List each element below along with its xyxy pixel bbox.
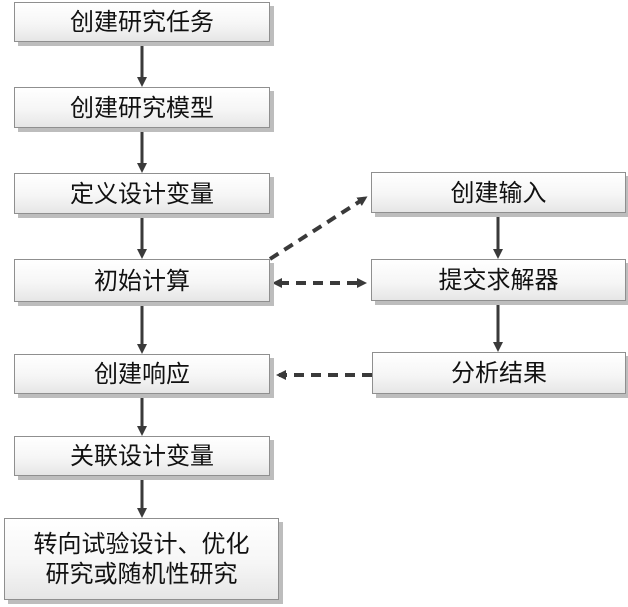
node-create-response: 创建响应: [14, 354, 270, 394]
node-initial-calculation: 初始计算: [14, 259, 270, 302]
node-define-variables-label: 定义设计变量: [70, 179, 214, 208]
node-turn-to-study: 转向试验设计、优化 研究或随机性研究: [4, 518, 279, 600]
node-create-input-label: 创建输入: [450, 178, 547, 207]
node-submit-solver-label: 提交求解器: [438, 266, 559, 294]
node-analyze-results: 分析结果: [372, 352, 626, 394]
node-link-variables: 关联设计变量: [14, 436, 270, 476]
node-create-task: 创建研究任务: [14, 2, 270, 42]
node-link-variables-label: 关联设计变量: [70, 442, 214, 470]
node-create-input: 创建输入: [371, 172, 626, 213]
node-turn-to-study-line2: 研究或随机性研究: [45, 560, 238, 588]
node-define-variables: 定义设计变量: [14, 173, 270, 214]
node-create-response-label: 创建响应: [94, 360, 190, 388]
node-initial-calculation-label: 初始计算: [94, 266, 190, 295]
node-analyze-results-label: 分析结果: [451, 359, 547, 387]
dashed-arrow-calc-to-input: [268, 196, 368, 261]
node-submit-solver: 提交求解器: [371, 259, 626, 301]
node-create-task-label: 创建研究任务: [70, 8, 214, 36]
node-turn-to-study-line1: 转向试验设计、优化: [33, 530, 250, 558]
node-create-model-label: 创建研究模型: [70, 93, 214, 122]
node-create-model: 创建研究模型: [14, 87, 270, 128]
